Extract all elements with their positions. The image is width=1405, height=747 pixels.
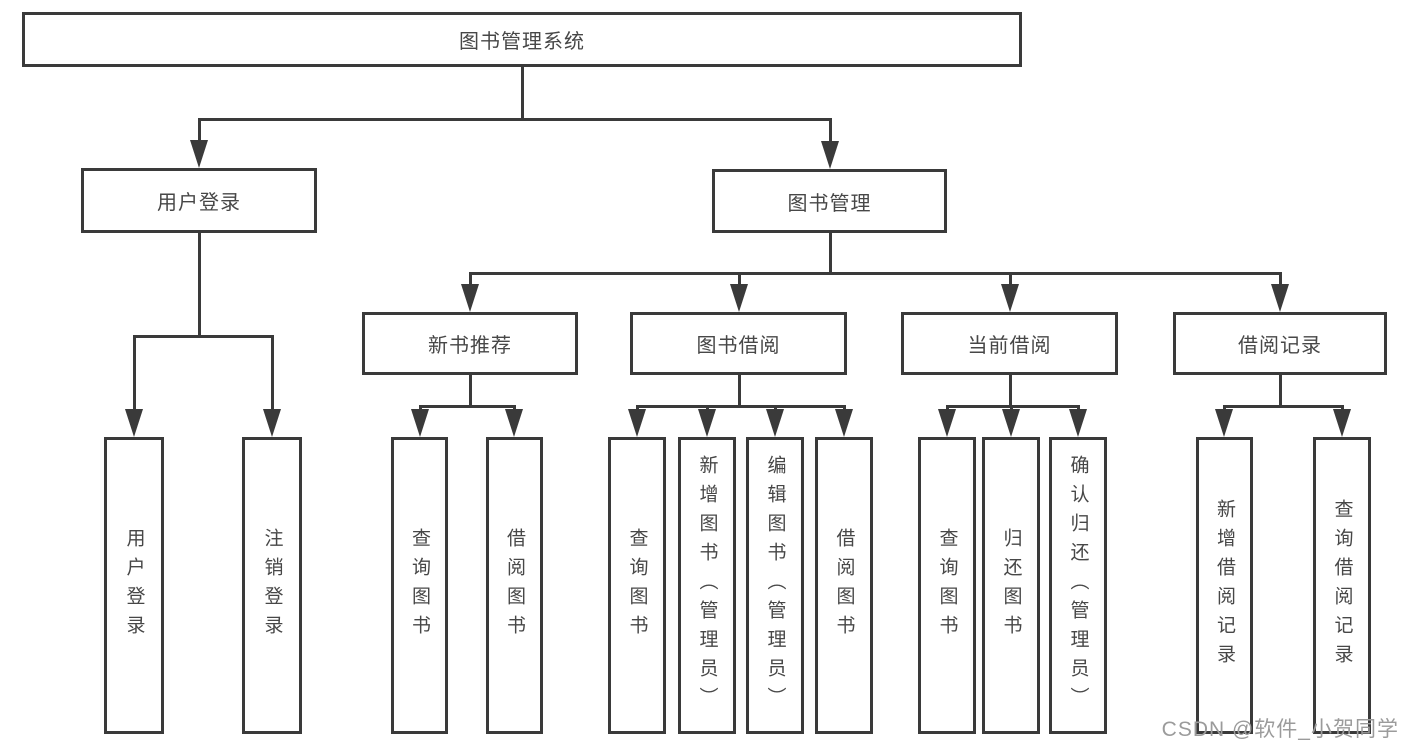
leaf-logout: 注销登录 <box>242 437 302 734</box>
leaf-nb-query-books: 查询图书 <box>391 437 448 734</box>
connector-newbooks-branch <box>419 405 516 408</box>
leaf-cb-confirm-return-admin-label: 确认归还（管理员） <box>1067 455 1089 716</box>
leaf-bb-borrow-books: 借阅图书 <box>815 437 873 734</box>
connector-drop-nb-query <box>419 405 422 412</box>
leaf-bb-add-books-admin-label: 新增图书（管理员） <box>696 455 718 716</box>
arrowhead-book-borrow <box>730 284 748 312</box>
connector-userlogin-branch <box>133 335 274 338</box>
connector-drop-br-query <box>1341 405 1344 412</box>
connector-drop-book-mgmt <box>829 118 832 145</box>
arrowhead-cb-query <box>938 409 956 437</box>
connector-level3-branch <box>469 272 1282 275</box>
arrowhead-book-mgmt <box>821 141 839 169</box>
node-book-mgmt-label: 图书管理 <box>787 192 872 215</box>
leaf-nb-borrow-books-label: 借阅图书 <box>504 527 525 644</box>
leaf-cb-query-books: 查询图书 <box>918 437 976 734</box>
leaf-bb-query-books: 查询图书 <box>608 437 666 734</box>
arrowhead-br-query <box>1333 409 1351 437</box>
connector-drop-br-add <box>1223 405 1226 412</box>
leaf-cb-return-books: 归还图书 <box>982 437 1040 734</box>
leaf-bb-edit-books-admin: 编辑图书（管理员） <box>746 437 804 734</box>
connector-drop-book-borrow <box>738 272 741 287</box>
node-borrow-records-label: 借阅记录 <box>1238 335 1322 357</box>
leaf-nb-query-books-label: 查询图书 <box>409 527 430 644</box>
node-book-mgmt: 图书管理 <box>712 169 947 233</box>
leaf-bb-query-books-label: 查询图书 <box>626 527 648 644</box>
connector-drop-cb-query <box>946 405 949 412</box>
leaf-br-query-record-label: 查询借阅记录 <box>1331 498 1353 673</box>
connector-drop-borrow-records <box>1279 272 1282 287</box>
csdn-watermark: CSDN @软件_小贺同学 <box>1161 718 1399 741</box>
connector-root-branch <box>198 118 832 121</box>
node-root: 图书管理系统 <box>22 12 1022 67</box>
leaf-br-query-record: 查询借阅记录 <box>1313 437 1371 734</box>
node-current-borrow: 当前借阅 <box>901 312 1118 375</box>
leaf-bb-borrow-books-label: 借阅图书 <box>833 527 855 644</box>
node-user-login-label: 用户登录 <box>157 192 241 214</box>
connector-drop-bb-add <box>706 405 709 412</box>
leaf-logout-label: 注销登录 <box>261 527 283 644</box>
leaf-user-login-label: 用户登录 <box>123 527 145 644</box>
leaf-cb-return-books-label: 归还图书 <box>1000 527 1022 644</box>
arrowhead-bb-borrow <box>835 409 853 437</box>
arrowhead-user-login <box>190 140 208 168</box>
arrowhead-leaf-login <box>125 409 143 437</box>
arrowhead-nb-query <box>411 409 429 437</box>
connector-drop-user-login <box>198 118 201 144</box>
arrowhead-bb-add <box>698 409 716 437</box>
connector-bookmgmt-down <box>829 232 832 275</box>
arrowhead-bb-query <box>628 409 646 437</box>
arrowhead-borrow-records <box>1271 284 1289 312</box>
arrowhead-cb-return <box>1002 409 1020 437</box>
connector-userlogin-down <box>198 232 201 337</box>
arrowhead-br-add <box>1215 409 1233 437</box>
connector-drop-cb-return <box>1010 405 1013 412</box>
connector-borrowrecords-branch <box>1223 405 1343 408</box>
connector-drop-leaf-login <box>133 335 136 412</box>
leaf-br-add-record-label: 新增借阅记录 <box>1214 498 1235 673</box>
connector-borrowrecords-down <box>1279 374 1282 407</box>
connector-drop-cb-confirm <box>1077 405 1080 412</box>
connector-root-trunk <box>521 66 524 120</box>
node-root-label: 图书管理系统 <box>459 31 585 53</box>
node-new-books: 新书推荐 <box>362 312 578 375</box>
leaf-bb-add-books-admin: 新增图书（管理员） <box>678 437 736 734</box>
leaf-br-add-record: 新增借阅记录 <box>1196 437 1253 734</box>
connector-drop-nb-borrow <box>513 405 516 412</box>
connector-newbooks-down <box>469 374 472 407</box>
leaf-user-login: 用户登录 <box>104 437 164 734</box>
connector-drop-current-borrow <box>1009 272 1012 287</box>
connector-bookborrow-down <box>738 374 741 407</box>
arrowhead-new-books <box>461 284 479 312</box>
arrowhead-cb-confirm <box>1069 409 1087 437</box>
connector-currentborrow-down <box>1009 374 1012 407</box>
connector-drop-bb-query <box>636 405 639 412</box>
arrowhead-nb-borrow <box>505 409 523 437</box>
leaf-bb-edit-books-admin-label: 编辑图书（管理员） <box>764 455 786 716</box>
arrowhead-bb-edit <box>766 409 784 437</box>
leaf-cb-query-books-label: 查询图书 <box>936 527 958 644</box>
node-new-books-label: 新书推荐 <box>428 335 512 357</box>
connector-drop-bb-edit <box>774 405 777 412</box>
connector-bookborrow-branch <box>636 405 845 408</box>
node-current-borrow-label: 当前借阅 <box>967 335 1052 357</box>
connector-drop-bb-borrow <box>843 405 846 412</box>
arrowhead-leaf-logout <box>263 409 281 437</box>
node-borrow-records: 借阅记录 <box>1173 312 1387 375</box>
connector-drop-leaf-logout <box>271 335 274 412</box>
node-user-login: 用户登录 <box>81 168 317 233</box>
leaf-nb-borrow-books: 借阅图书 <box>486 437 543 734</box>
connector-drop-new-books <box>469 272 472 287</box>
leaf-cb-confirm-return-admin: 确认归还（管理员） <box>1049 437 1107 734</box>
node-book-borrow: 图书借阅 <box>630 312 847 375</box>
node-book-borrow-label: 图书借阅 <box>696 335 781 357</box>
arrowhead-current-borrow <box>1001 284 1019 312</box>
